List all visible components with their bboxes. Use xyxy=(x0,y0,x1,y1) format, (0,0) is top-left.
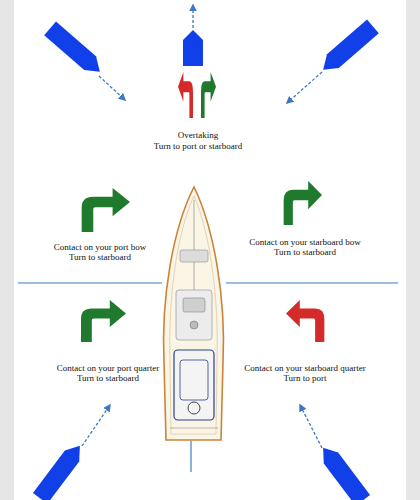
situation-label: Contact on your starboard quarter xyxy=(244,363,365,373)
situation-label: Contact on your port bow xyxy=(54,242,147,252)
turn-starboard-arrow xyxy=(284,181,322,225)
turn-starboard-arrow xyxy=(81,300,126,342)
action-label: Turn to starboard xyxy=(77,373,139,383)
ships xyxy=(33,20,379,500)
track-arrow xyxy=(99,76,125,100)
own-yacht xyxy=(164,187,224,440)
turn-port-arrow xyxy=(178,72,193,118)
situation-label: Overtaking xyxy=(178,130,219,140)
action-label: Turn to port or starboard xyxy=(154,141,243,151)
ship xyxy=(44,22,106,79)
ship xyxy=(33,440,87,500)
track-arrow xyxy=(287,72,322,103)
beam-line xyxy=(18,282,162,283)
action-label: Turn to starboard xyxy=(69,252,131,262)
track-arrow xyxy=(82,405,110,446)
ship xyxy=(317,20,379,77)
situation-label: Contact on your starboard bow xyxy=(249,237,360,247)
turn-starboard-arrow xyxy=(82,188,130,232)
beam-line xyxy=(226,282,398,283)
action-label: Turn to port xyxy=(283,373,326,383)
action-label: Turn to starboard xyxy=(274,247,336,257)
ship xyxy=(316,442,370,500)
page-margin xyxy=(0,0,14,500)
stern-line xyxy=(190,441,191,472)
track-arrow xyxy=(192,5,193,28)
page-margin xyxy=(406,0,420,500)
turn-port-arrow xyxy=(286,300,324,342)
ship xyxy=(183,30,203,66)
situation-label: Contact on your port quarter xyxy=(57,363,159,373)
page xyxy=(14,0,406,500)
track-arrow xyxy=(300,405,322,448)
turn-starboard-arrow xyxy=(201,72,216,118)
